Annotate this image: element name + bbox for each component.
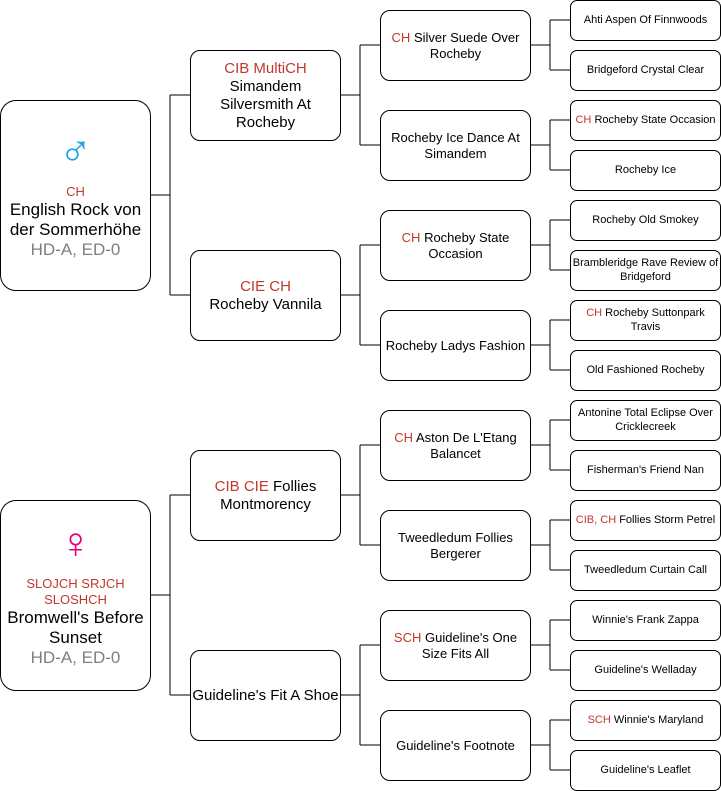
ss-sire-name: Silver Suede Over Rocheby (413, 29, 520, 61)
sds-sire-name: Rocheby Old Smokey (592, 213, 699, 226)
ds-sire-title: CH (394, 429, 414, 445)
dds-sire-node[interactable]: Winnie's Frank Zappa (570, 600, 721, 641)
sss-sire-node[interactable]: Ahti Aspen Of Finnwoods (570, 0, 721, 41)
sire-sire-name: Simandem Silversmith At Rocheby (220, 77, 311, 131)
ds-sire-node[interactable]: CH Aston De L'Etang Balancet (380, 410, 531, 481)
sdd-sire-name: Rocheby Suttonpark Travis (605, 307, 705, 333)
sds-dam-name: Brambleridge Rave Review of Bridgeford (572, 257, 719, 283)
dds-dam-node[interactable]: Guideline's Welladay (570, 650, 721, 691)
dds-dam-name: Guideline's Welladay (594, 663, 697, 676)
sdd-dam-node[interactable]: Old Fashioned Rocheby (570, 350, 721, 391)
ss-dam-node[interactable]: Rocheby Ice Dance At Simandem (380, 110, 531, 181)
sire-health: HD-A, ED-0 (30, 240, 121, 260)
sds-dam-node[interactable]: Brambleridge Rave Review of Bridgeford (570, 250, 721, 291)
sd-dam-node[interactable]: Rocheby Ladys Fashion (380, 310, 531, 381)
sire-name: English Rock von der Sommerhöhe (9, 199, 142, 240)
sdd-sire-title: CH (586, 307, 603, 320)
dsd-sire-name: Follies Storm Petrel (619, 513, 716, 526)
sdd-sire-node[interactable]: CH Rocheby Suttonpark Travis (570, 300, 721, 341)
dd-sire-title: SCH (393, 629, 422, 645)
sire-title: CH (66, 184, 85, 200)
dd-sire-name: Guideline's One Size Fits All (421, 629, 518, 661)
sire-dam-name: Rocheby Vannila (209, 295, 322, 313)
ssd-sire-node[interactable]: CH Rocheby State Occasion (570, 100, 721, 141)
dss-dam-name: Fisherman's Friend Nan (586, 463, 705, 476)
dd-sire-node[interactable]: SCH Guideline's One Size Fits All (380, 610, 531, 681)
ss-dam-name: Rocheby Ice Dance At Simandem (391, 129, 520, 161)
dam-sire-title: CIB CIE (214, 477, 269, 495)
dss-sire-name: Antonine Total Eclipse Over Cricklecreek (578, 407, 713, 433)
dd-dam-name: Guideline's Footnote (396, 737, 515, 753)
dsd-sire-title: CIB, CH (575, 513, 617, 526)
sss-dam-node[interactable]: Bridgeford Crystal Clear (570, 50, 721, 91)
sdd-dam-name: Old Fashioned Rocheby (586, 363, 705, 376)
dds-sire-name: Winnie's Frank Zappa (592, 613, 699, 626)
ss-sire-title: CH (391, 29, 411, 45)
ds-dam-name: Tweedledum Follies Bergerer (398, 529, 513, 561)
ss-sire-node[interactable]: CH Silver Suede Over Rocheby (380, 10, 531, 81)
sire-dam-title: CIE CH (240, 277, 291, 295)
sds-sire-node[interactable]: Rocheby Old Smokey (570, 200, 721, 241)
dam-dam-name: Guideline's Fit A Shoe (192, 686, 339, 704)
ssd-sire-title: CH (575, 113, 592, 126)
sd-sire-node[interactable]: CH Rocheby State Occasion (380, 210, 531, 281)
ds-dam-node[interactable]: Tweedledum Follies Bergerer (380, 510, 531, 581)
ddd-dam-node[interactable]: Guideline's Leaflet (570, 750, 721, 791)
sire-sire-node[interactable]: CIB MultiCH Simandem Silversmith At Roch… (190, 50, 341, 141)
ssd-dam-name: Rocheby Ice (614, 163, 677, 176)
sd-dam-name: Rocheby Ladys Fashion (385, 337, 526, 353)
male-symbol-icon: ♂ (59, 127, 92, 177)
sire-sire-title: CIB MultiCH (224, 59, 307, 77)
dss-sire-node[interactable]: Antonine Total Eclipse Over Cricklecreek (570, 400, 721, 441)
ddd-dam-name: Guideline's Leaflet (600, 763, 691, 776)
dsd-dam-node[interactable]: Tweedledum Curtain Call (570, 550, 721, 591)
ddd-sire-title: SCH (587, 713, 611, 726)
sd-sire-name: Rocheby State Occasion (424, 229, 510, 261)
ddd-sire-node[interactable]: SCH Winnie's Maryland (570, 700, 721, 741)
ssd-sire-name: Rocheby State Occasion (594, 113, 716, 126)
sire-node[interactable]: ♂ CH English Rock von der Sommerhöhe HD-… (0, 100, 151, 291)
ssd-dam-node[interactable]: Rocheby Ice (570, 150, 721, 191)
dam-health: HD-A, ED-0 (30, 648, 121, 668)
sire-dam-node[interactable]: CIE CH Rocheby Vannila (190, 250, 341, 341)
dam-name: Bromwell's Before Sunset (7, 607, 144, 647)
dss-dam-node[interactable]: Fisherman's Friend Nan (570, 450, 721, 491)
dsd-sire-node[interactable]: CIB, CH Follies Storm Petrel (570, 500, 721, 541)
dam-dam-node[interactable]: Guideline's Fit A Shoe (190, 650, 341, 741)
sss-sire-name: Ahti Aspen Of Finnwoods (583, 13, 708, 26)
dd-dam-node[interactable]: Guideline's Footnote (380, 710, 531, 781)
sss-dam-name: Bridgeford Crystal Clear (586, 63, 705, 76)
ds-sire-name: Aston De L'Etang Balancet (415, 429, 517, 461)
dam-node[interactable]: ♀ SLOJCH SRJCH SLOSHCH Bromwell's Before… (0, 500, 151, 691)
dam-title: SLOJCH SRJCH SLOSHCH (26, 576, 125, 607)
sd-sire-title: CH (401, 229, 421, 245)
dsd-dam-name: Tweedledum Curtain Call (584, 563, 707, 576)
female-symbol-icon: ♀ (59, 519, 92, 569)
dam-sire-node[interactable]: CIB CIE Follies Montmorency (190, 450, 341, 541)
ddd-sire-name: Winnie's Maryland (613, 713, 704, 726)
dam-sire-name: Follies Montmorency (220, 477, 317, 513)
